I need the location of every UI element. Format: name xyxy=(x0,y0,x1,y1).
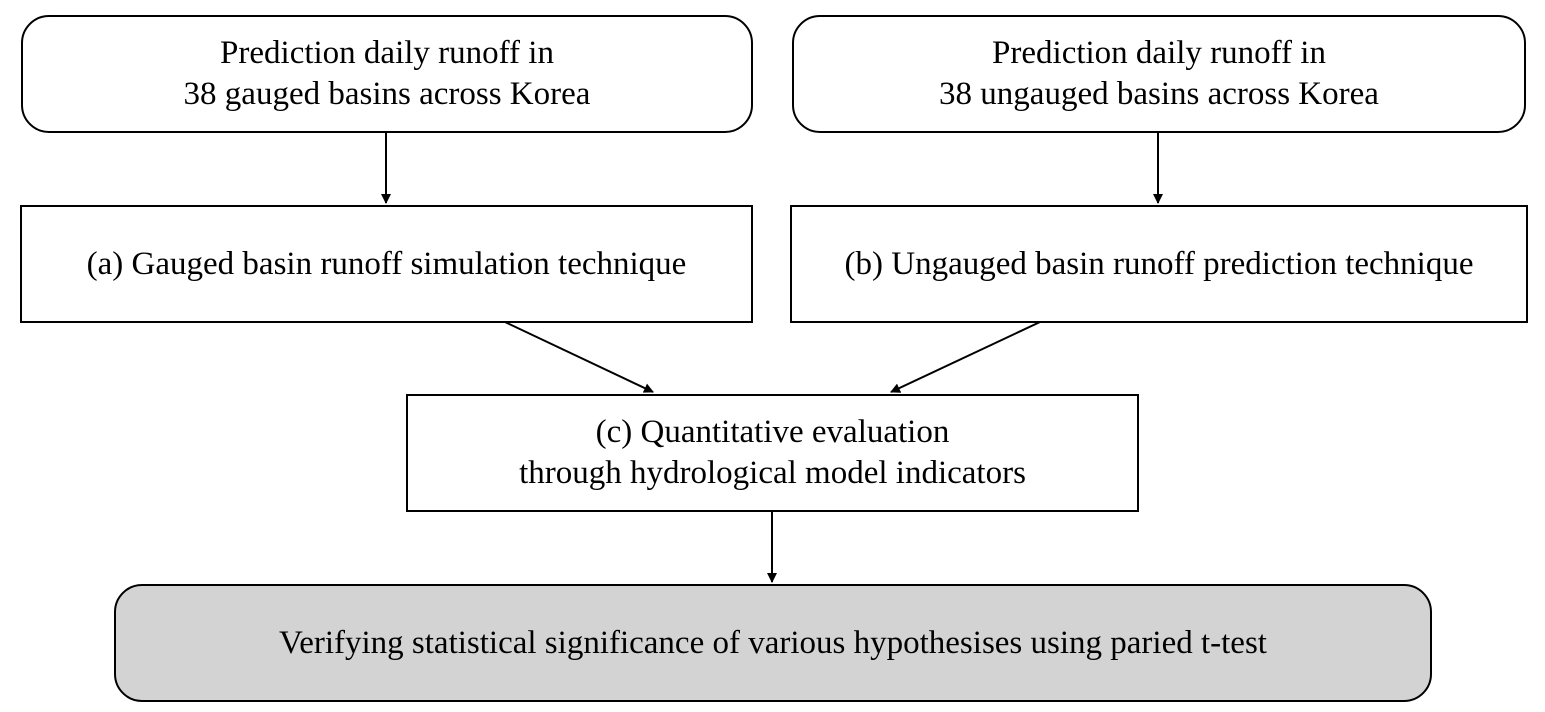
gauged-basins-node: Prediction daily runoff in 38 gauged bas… xyxy=(21,15,753,133)
evaluation-line1: (c) Quantitative evaluation xyxy=(595,414,950,450)
evaluation-node: (c) Quantitative evaluation through hydr… xyxy=(406,394,1139,512)
technique-a-label: (a) Gauged basin runoff simulation techn… xyxy=(86,245,687,282)
gauged-basins-line1: Prediction daily runoff in xyxy=(220,35,554,71)
gauged-basins-line2: 38 gauged basins across Korea xyxy=(183,76,591,112)
arrow-technique-a-to-evaluation xyxy=(504,321,654,393)
technique-b-node: (b) Ungauged basin runoff prediction tec… xyxy=(790,205,1528,323)
technique-a-node: (a) Gauged basin runoff simulation techn… xyxy=(20,205,753,323)
technique-b-label: (b) Ungauged basin runoff prediction tec… xyxy=(844,245,1474,282)
evaluation-line2: through hydrological model indicators xyxy=(519,455,1026,491)
ungauged-basins-node: Prediction daily runoff in 38 ungauged b… xyxy=(792,15,1526,133)
arrow-technique-b-to-evaluation xyxy=(890,321,1041,393)
verification-node: Verifying statistical significance of va… xyxy=(114,584,1432,702)
verification-label: Verifying statistical significance of va… xyxy=(279,624,1267,661)
ungauged-basins-line1: Prediction daily runoff in xyxy=(992,35,1326,71)
ungauged-basins-line2: 38 ungauged basins across Korea xyxy=(939,76,1379,112)
